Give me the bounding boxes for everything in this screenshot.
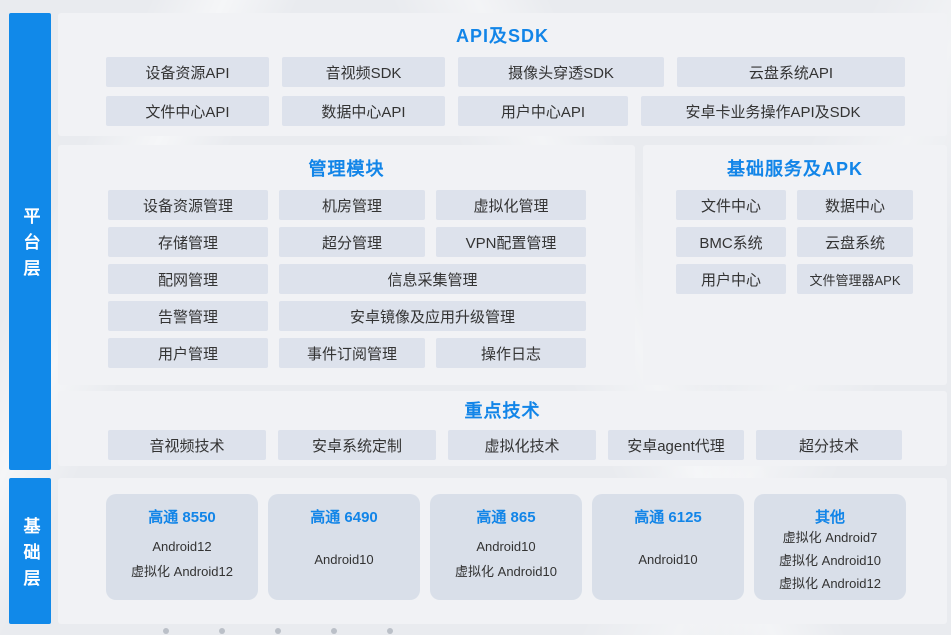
tech-btn-super-resolution: 超分技术 (756, 430, 902, 460)
services-btn-file-center: 文件中心 (676, 190, 786, 220)
mgmt-row-2: 存储管理 超分管理 VPN配置管理 (108, 227, 635, 257)
chip-card-6490: 高通 6490 Android10 (268, 494, 420, 600)
chip-card-title: 高通 6125 (634, 509, 702, 526)
api-sdk-panel-title: API及SDK (455, 26, 549, 46)
mgmt-btn-vpn-config: VPN配置管理 (436, 227, 586, 257)
tech-btn-android-agent: 安卓agent代理 (608, 430, 744, 460)
mgmt-btn-super-resolution: 超分管理 (279, 227, 425, 257)
platform-layer-rail: 平台层 (9, 13, 51, 470)
chip-card-line: Android10 (638, 552, 698, 567)
key-tech-panel: 重点技术 音视频技术 安卓系统定制 虚拟化技术 安卓agent代理 超分技术 (58, 391, 947, 466)
mgmt-row-5: 用户管理 事件订阅管理 操作日志 (108, 338, 635, 368)
chip-card-line: 虚拟化 Android12 (131, 564, 233, 579)
api-sdk-panel: API及SDK 设备资源API 音视频SDK 摄像头穿透SDK 云盘系统API … (58, 13, 947, 136)
api-btn-data-center: 数据中心API (282, 96, 445, 126)
chip-card-865: 高通 865 Android10 虚拟化 Android10 (430, 494, 582, 600)
mgmt-btn-operation-log: 操作日志 (436, 338, 586, 368)
mgmt-btn-virtualization: 虚拟化管理 (436, 190, 586, 220)
dot (163, 628, 169, 634)
chip-card-lines: Android10 虚拟化 Android10 (455, 527, 557, 600)
mgmt-btn-event-subscription: 事件订阅管理 (279, 338, 425, 368)
chip-card-line: Android10 (476, 539, 536, 554)
api-btn-camera-passthrough-sdk: 摄像头穿透SDK (458, 57, 664, 87)
services-btn-bmc-system: BMC系统 (676, 227, 786, 257)
management-panel: 管理模块 设备资源管理 机房管理 虚拟化管理 存储管理 超分管理 VPN配置管理… (58, 145, 635, 385)
chip-card-line: 虚拟化 Android10 (779, 553, 881, 568)
chip-card-line: 虚拟化 Android12 (779, 576, 881, 591)
api-btn-audio-video-sdk: 音视频SDK (282, 57, 445, 87)
chip-card-lines: Android12 虚拟化 Android12 (131, 527, 233, 600)
services-btn-user-center: 用户中心 (676, 264, 786, 294)
chipset-cards-row: 高通 8550 Android12 虚拟化 Android12 高通 6490 … (106, 494, 947, 600)
mgmt-btn-device-resource: 设备资源管理 (108, 190, 268, 220)
chip-card-title: 高通 8550 (148, 509, 216, 526)
api-btn-device-resource: 设备资源API (106, 57, 269, 87)
services-row-1: 文件中心 数据中心 (676, 190, 947, 220)
chip-card-line: 虚拟化 Android7 (782, 530, 878, 545)
dot (387, 628, 393, 634)
tech-btn-virtualization: 虚拟化技术 (448, 430, 596, 460)
platform-layer-label: 平台层 (20, 207, 40, 285)
mgmt-row-4: 告警管理 安卓镜像及应用升级管理 (108, 301, 635, 331)
services-btn-data-center: 数据中心 (797, 190, 913, 220)
api-row-1: 设备资源API 音视频SDK 摄像头穿透SDK 云盘系统API (106, 57, 907, 87)
chip-card-line: Android10 (314, 552, 374, 567)
tech-btn-android-customization: 安卓系统定制 (278, 430, 436, 460)
mgmt-btn-machine-room: 机房管理 (279, 190, 425, 220)
services-panel: 基础服务及APK 文件中心 数据中心 BMC系统 云盘系统 用户中心 文件管理器… (643, 145, 947, 385)
mgmt-btn-info-collection: 信息采集管理 (279, 264, 586, 294)
services-btn-cloud-disk-system: 云盘系统 (797, 227, 913, 257)
chip-card-lines: 虚拟化 Android7 虚拟化 Android10 虚拟化 Android12 (779, 527, 881, 600)
tech-row: 音视频技术 安卓系统定制 虚拟化技术 安卓agent代理 超分技术 (108, 430, 947, 460)
mgmt-row-3: 配网管理 信息采集管理 (108, 264, 635, 294)
dot (219, 628, 225, 634)
mgmt-btn-alarm: 告警管理 (108, 301, 268, 331)
api-row-2: 文件中心API 数据中心API 用户中心API 安卓卡业务操作API及SDK (106, 96, 907, 126)
api-btn-user-center: 用户中心API (458, 96, 628, 126)
base-layer-rail: 基础层 (9, 478, 51, 624)
chip-card-line: 虚拟化 Android10 (455, 564, 557, 579)
mgmt-btn-storage: 存储管理 (108, 227, 268, 257)
api-btn-cloud-disk: 云盘系统API (677, 57, 905, 87)
mgmt-btn-android-image-upgrade: 安卓镜像及应用升级管理 (279, 301, 586, 331)
services-row-2: BMC系统 云盘系统 (676, 227, 947, 257)
tech-btn-audio-video: 音视频技术 (108, 430, 266, 460)
chip-card-8550: 高通 8550 Android12 虚拟化 Android12 (106, 494, 258, 600)
api-btn-android-card-api-sdk: 安卓卡业务操作API及SDK (641, 96, 905, 126)
key-tech-panel-title: 重点技术 (464, 401, 541, 421)
chip-card-lines: Android10 (314, 527, 373, 600)
base-layer-label: 基础层 (20, 516, 40, 595)
mgmt-btn-user: 用户管理 (108, 338, 268, 368)
chip-card-title: 其他 (814, 509, 845, 526)
services-btn-file-manager-apk: 文件管理器APK (797, 264, 913, 294)
dot (275, 628, 281, 634)
management-panel-title: 管理模块 (308, 159, 385, 179)
chip-card-other: 其他 虚拟化 Android7 虚拟化 Android10 虚拟化 Androi… (754, 494, 906, 600)
services-row-3: 用户中心 文件管理器APK (676, 264, 947, 294)
api-btn-file-center: 文件中心API (106, 96, 269, 126)
mgmt-row-1: 设备资源管理 机房管理 虚拟化管理 (108, 190, 635, 220)
chip-card-line: Android12 (152, 539, 212, 554)
chipset-panel: 高通 8550 Android12 虚拟化 Android12 高通 6490 … (58, 478, 947, 624)
chip-card-title: 高通 6490 (310, 509, 378, 526)
dot (331, 628, 337, 634)
chip-card-lines: Android10 (638, 527, 697, 600)
mgmt-btn-network-config: 配网管理 (108, 264, 268, 294)
chip-card-title: 高通 865 (476, 509, 536, 526)
decorative-dots (163, 628, 393, 634)
chip-card-6125: 高通 6125 Android10 (592, 494, 744, 600)
services-panel-title: 基础服务及APK (726, 159, 863, 179)
